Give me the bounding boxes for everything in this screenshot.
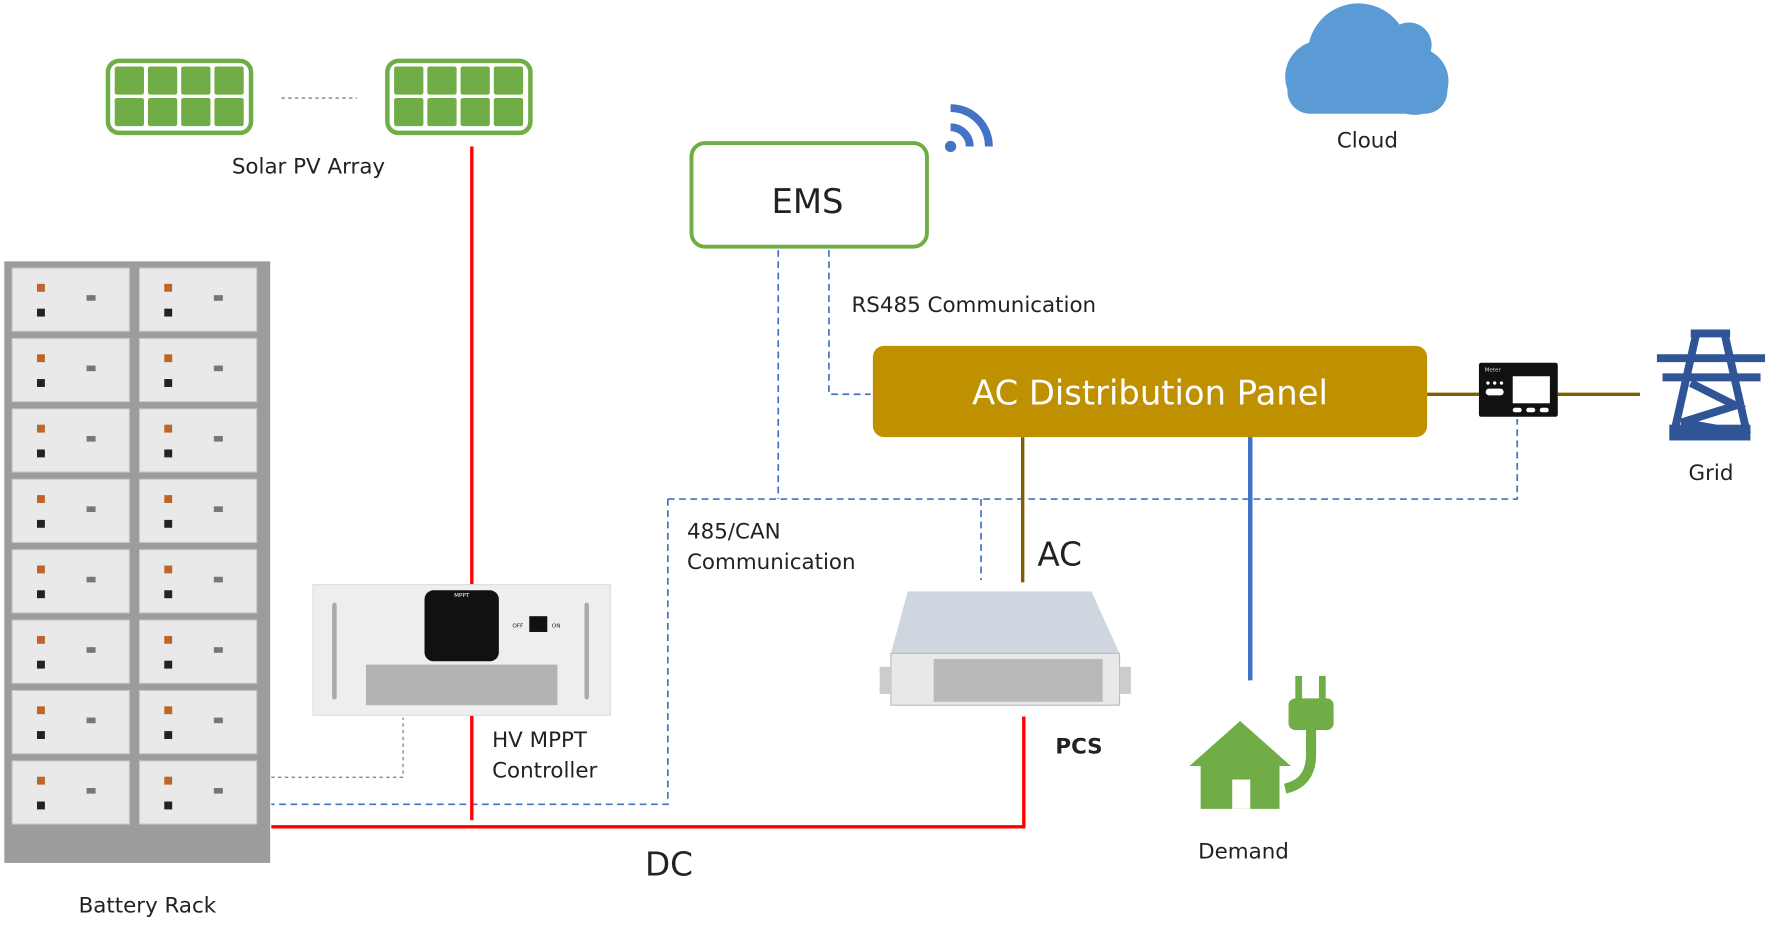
can-label-line1: 485/CAN xyxy=(687,519,781,544)
solar-cell xyxy=(214,66,244,95)
mppt-label-line2: Controller xyxy=(492,758,597,783)
battery-module xyxy=(138,337,258,403)
battery-module xyxy=(11,408,130,473)
can-bus-line xyxy=(667,419,1519,500)
battery-label: Battery Rack xyxy=(79,893,217,918)
solar-cell xyxy=(147,98,178,127)
solar-panel-icon xyxy=(105,58,254,136)
solar-cell xyxy=(181,98,211,127)
solar-cell xyxy=(460,66,490,95)
battery-module xyxy=(138,689,258,755)
battery-module xyxy=(138,267,258,332)
battery-pcs-dc-line xyxy=(271,716,1026,829)
battery-module xyxy=(11,478,130,543)
battery-module xyxy=(11,549,130,614)
mppt-battery-link xyxy=(271,717,404,778)
mppt-label-line1: HV MPPT xyxy=(492,728,588,753)
battery-module xyxy=(138,478,258,543)
battery-module xyxy=(11,267,130,332)
cloud-label: Cloud xyxy=(1337,129,1398,154)
ems-box xyxy=(689,141,929,249)
house-plug-icon xyxy=(1189,675,1334,809)
solar-cell xyxy=(114,98,145,127)
solar-cell xyxy=(394,98,424,127)
solar-cell xyxy=(181,66,211,95)
solar-panel-icon xyxy=(385,58,533,136)
battery-module xyxy=(11,760,130,825)
svg-text:ON: ON xyxy=(552,623,561,629)
meter-icon: Meter xyxy=(1478,362,1558,417)
pcs-device xyxy=(879,591,1131,706)
grid-pylon-icon xyxy=(1656,329,1766,441)
battery-module xyxy=(138,408,258,473)
solar-cell xyxy=(394,66,424,95)
solar-cell xyxy=(493,98,524,127)
demand-label: Demand xyxy=(1198,839,1289,864)
rs485-line xyxy=(828,250,871,396)
ac-panel-label: AC Distribution Panel xyxy=(972,373,1328,412)
pcs-label: PCS xyxy=(1055,735,1102,760)
battery-module xyxy=(11,337,130,403)
battery-module xyxy=(138,549,258,614)
battery-module xyxy=(11,619,130,684)
solar-cell xyxy=(460,98,490,127)
battery-module xyxy=(11,689,130,755)
solar-cell xyxy=(493,66,524,95)
battery-module xyxy=(138,760,258,825)
solar-cell xyxy=(147,66,178,95)
svg-text:Meter: Meter xyxy=(1485,368,1502,374)
solar-cell xyxy=(427,98,457,127)
mppt-controller-device: MPPT OFF ON xyxy=(312,584,611,716)
wifi-icon xyxy=(944,104,993,153)
svg-text:OFF: OFF xyxy=(512,623,523,629)
ac-label: AC xyxy=(1037,536,1082,574)
ac-distribution-panel xyxy=(872,345,1428,438)
battery-comm-line xyxy=(271,499,669,806)
ems-label: EMS xyxy=(772,182,844,221)
comm-lines xyxy=(271,250,1519,806)
battery-rack-device xyxy=(4,261,271,863)
solar-label: Solar PV Array xyxy=(232,154,386,179)
rs485-label: RS485 Communication xyxy=(851,293,1096,318)
solar-cell xyxy=(114,66,145,95)
dc-label: DC xyxy=(645,845,693,883)
solar-cell xyxy=(427,66,457,95)
solar-cell xyxy=(214,98,244,127)
cloud-icon xyxy=(1285,3,1449,115)
svg-text:MPPT: MPPT xyxy=(454,593,470,599)
battery-module xyxy=(138,619,258,684)
can-label-line2: Communication xyxy=(687,550,856,575)
grid-label: Grid xyxy=(1689,461,1734,486)
